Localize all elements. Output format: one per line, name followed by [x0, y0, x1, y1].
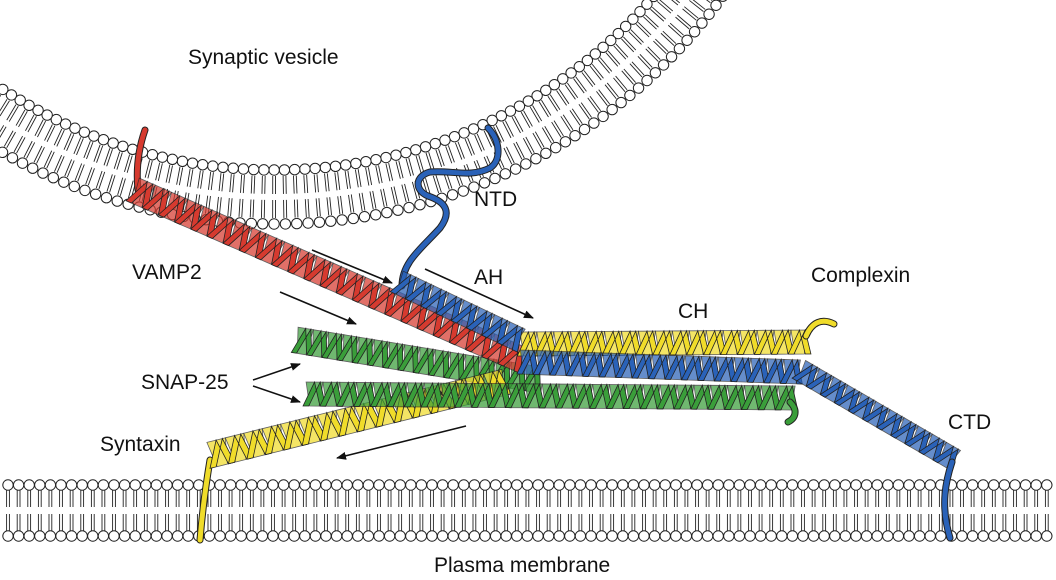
synaptic-vesicle-label: Synaptic vesicle [188, 46, 339, 69]
ah-label: AH [474, 266, 503, 289]
plasma-membrane-label: Plasma membrane [434, 554, 610, 577]
ntd-label: NTD [474, 188, 517, 211]
vamp2-lower-arrow [279, 291, 357, 325]
snap25-arrow-upper [252, 363, 301, 381]
complexin-label: Complexin [811, 264, 910, 287]
complexin-helix [389, 124, 962, 542]
ah-arrow [424, 268, 534, 319]
plasma-membrane-bilayer [2, 479, 1053, 542]
ch-label: CH [678, 300, 708, 323]
snap25-arrow-lower [252, 385, 301, 403]
direction-arrows [252, 249, 534, 460]
snap25-helix-lower [302, 380, 799, 426]
labels: Synaptic vesicle NTD VAMP2 AH Complexin … [100, 46, 991, 577]
vamp2-arrow [311, 249, 393, 284]
complexin-central-helix-partner [516, 317, 838, 357]
ctd-label: CTD [948, 411, 991, 434]
syntaxin-arrow [336, 425, 467, 460]
vamp2-helix [125, 126, 528, 374]
syntaxin-label: Syntaxin [100, 433, 181, 456]
snap25-label: SNAP-25 [141, 371, 229, 394]
snare-helices [125, 124, 962, 544]
vamp2-label: VAMP2 [132, 261, 202, 284]
synaptic-vesicle-membrane [0, 0, 728, 230]
